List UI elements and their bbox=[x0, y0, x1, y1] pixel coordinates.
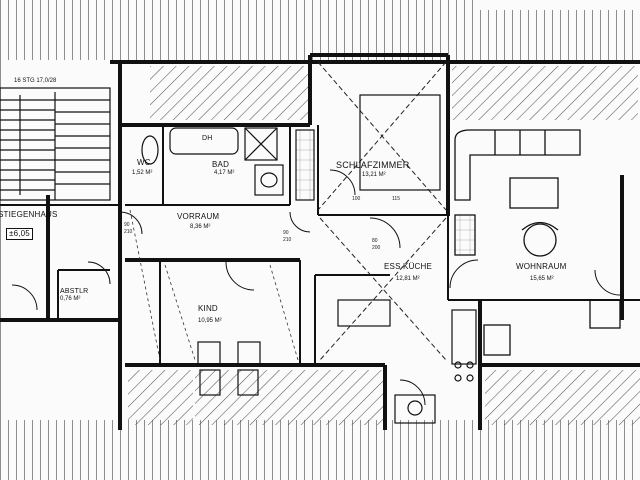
dim-window-2: 100 bbox=[352, 196, 361, 202]
area-bad: 4,17 M² bbox=[214, 170, 235, 176]
interior-walls bbox=[0, 125, 640, 365]
room-label-bad: BAD bbox=[212, 160, 230, 169]
area-wohnraum: 15,65 M² bbox=[530, 276, 554, 282]
door-swings bbox=[11, 169, 621, 406]
stair bbox=[0, 87, 111, 201]
bed bbox=[359, 94, 441, 191]
room-label-kind: KIND bbox=[198, 304, 218, 313]
area-kind: 10,95 M² bbox=[198, 318, 222, 324]
bathroom-fixtures bbox=[141, 127, 315, 201]
dim-door-3b: 200 bbox=[372, 245, 381, 251]
area-wc: 1,52 M² bbox=[132, 170, 153, 176]
dim-door-1b: 210 bbox=[124, 229, 133, 235]
kids-furniture bbox=[197, 341, 261, 396]
room-label-stiegenhaus: STIEGENHAUS bbox=[0, 210, 58, 219]
dim-window-1: 115 bbox=[392, 196, 400, 202]
room-label-vorraum: VORRAUM bbox=[177, 212, 220, 221]
dim-door-2b: 210 bbox=[283, 237, 292, 243]
area-esskueche: 12,81 M² bbox=[396, 276, 420, 282]
slope-hatch-2 bbox=[452, 66, 638, 120]
dim-door-1: 90 bbox=[124, 222, 130, 228]
area-schlafzimmer: 13,21 M² bbox=[362, 172, 386, 178]
main-walls bbox=[0, 53, 640, 430]
slope-hatch-1 bbox=[150, 66, 310, 120]
level-mark: ±6,05 bbox=[6, 228, 33, 240]
room-label-schlafzimmer: SCHLAFZIMMER bbox=[336, 160, 410, 170]
room-label-esskueche: ESS KÜCHE bbox=[384, 262, 433, 271]
room-label-wc: WC bbox=[137, 158, 151, 167]
room-label-wohnraum: WOHNRAUM bbox=[516, 262, 567, 271]
dim-door-3: 80 bbox=[372, 238, 378, 244]
slope-hatch-3 bbox=[195, 370, 385, 425]
area-abstell: 0,76 M² bbox=[60, 296, 81, 302]
dim-door-2: 90 bbox=[283, 230, 289, 236]
stair-note: 16 STG 17,0/28 bbox=[14, 78, 57, 84]
area-vorraum: 8,36 M² bbox=[190, 224, 211, 230]
roof-hatch-bottom bbox=[0, 420, 640, 480]
slope-hatch-4 bbox=[485, 370, 640, 425]
room-label-dh: DH bbox=[202, 135, 213, 142]
room-label-abstell: ABSTLR bbox=[60, 288, 89, 295]
kitchen-fixtures bbox=[337, 299, 477, 424]
bedroom-diagonals bbox=[317, 61, 447, 211]
living-furniture bbox=[454, 129, 621, 356]
